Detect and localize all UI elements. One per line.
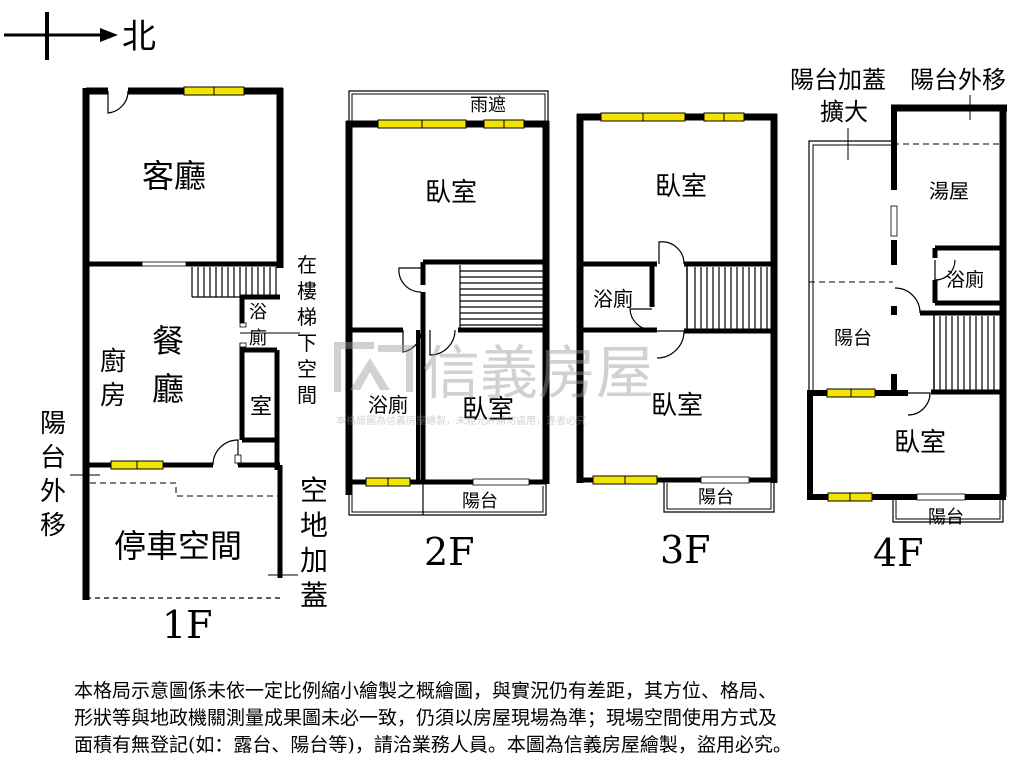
door-swing-icon: [398, 267, 422, 293]
door-swing-icon: [402, 330, 422, 353]
room-label-kitchen: 房: [100, 381, 126, 411]
room-label-bedroom: 臥室: [462, 395, 514, 425]
door-swing-icon: [656, 330, 685, 359]
note-balcony-added: 陽台加蓋: [790, 66, 886, 94]
north-arrow-icon: [100, 28, 118, 42]
room-label-parking: 停車空間: [114, 527, 242, 565]
room-label-room: 室: [250, 395, 272, 420]
door-swing-icon: [907, 392, 931, 416]
disclaimer-line: 面積有無登記(如：露台、陽台等)，請洽業務人員。本圖為信義房屋繪製，盜用必究。: [74, 734, 792, 756]
room-label-bedroom: 臥室: [651, 391, 703, 421]
door-swing-icon: [658, 241, 685, 265]
compass: 北: [4, 12, 156, 60]
balcony-outline: [351, 486, 544, 513]
room-label-bath: 浴廁: [368, 393, 408, 417]
note-char: 蓋: [300, 579, 328, 612]
note-char: 在: [297, 253, 317, 277]
floor-plan: 北: [4, 12, 1007, 647]
balcony-outline-dashed: [90, 482, 278, 497]
room-label-balcony: 陽台: [698, 487, 734, 508]
opening: [141, 261, 187, 267]
door-swing-icon: [107, 90, 129, 114]
note-under-stairs: 在 樓 梯 下 空 間: [297, 253, 317, 407]
disclaimer: 本格局示意圖係未依一定比例縮小繪製之概繪圖，與實況仍有差距，其方位、格局、 形狀…: [74, 678, 974, 759]
note-char: 空: [300, 474, 328, 507]
room-label-bath: 浴廁: [593, 287, 633, 311]
canopy-outline: [351, 93, 546, 122]
door-swing-icon: [212, 439, 239, 466]
note-char: 移: [40, 511, 66, 541]
room-label-bath: 廁: [249, 327, 267, 349]
note-char: 加: [300, 544, 328, 577]
disclaimer-line: 本格局示意圖係未依一定比例縮小繪製之概繪圖，與實況仍有差距，其方位、格局、: [74, 680, 778, 702]
door-swing-icon: [629, 308, 653, 331]
door-jamb: [239, 342, 247, 348]
balcony-added-outline: [808, 140, 893, 393]
note-char: 樓: [297, 279, 317, 303]
balcony-outline: [348, 484, 547, 516]
room-label-bath-room: 湯屋: [929, 179, 969, 203]
sliding-door: [472, 478, 530, 486]
compass-label: 北: [122, 17, 156, 57]
balcony-outline: [892, 499, 1004, 523]
sliding-door: [916, 493, 966, 501]
staircase: [459, 265, 543, 330]
note-char: 地: [300, 509, 328, 542]
floor-label-2f: 2F: [424, 530, 475, 574]
note-char: 台: [40, 443, 66, 473]
room-label-balcony: 陽台: [462, 491, 498, 512]
floor-label-4f: 4F: [873, 531, 924, 575]
room-label-living: 客廳: [142, 157, 206, 195]
room-label-dining: 餐: [152, 322, 184, 360]
balcony-outline: [666, 483, 772, 510]
note-char: 外: [40, 477, 66, 507]
room-label-bedroom: 臥室: [655, 172, 707, 202]
balcony-outline: [895, 500, 1001, 520]
room-label-bath: 浴: [249, 302, 267, 323]
room-label-bedroom: 臥室: [894, 428, 946, 458]
floor-4f: 陽台加蓋 擴大 陽台外移 湯屋 浴廁 陽台 臥室 陽台 4F: [790, 66, 1007, 575]
floor-3f: 臥室 浴廁 臥室 陽台 3F: [576, 112, 778, 572]
door-swing-icon: [934, 259, 956, 281]
floor-2f: 雨遮: [345, 90, 550, 574]
room-label-canopy: 雨遮: [470, 95, 506, 116]
note-char: 下: [297, 331, 317, 355]
room-label-bedroom: 臥室: [425, 178, 477, 208]
note-expanded: 擴大: [820, 98, 868, 126]
canopy-outline: [348, 90, 549, 122]
door-swing-icon: [429, 329, 456, 356]
staircase: [939, 316, 995, 390]
door-jamb: [239, 322, 247, 328]
sliding-door: [700, 476, 750, 484]
watermark: 信義房屋 本格局圖為信義房屋繪製，未經允許請勿盜用，違者必究: [334, 339, 654, 427]
watermark-note: 本格局圖為信義房屋繪製，未經允許請勿盜用，違者必究: [336, 414, 586, 427]
floor-label-3f: 3F: [660, 528, 711, 572]
door-swing-icon: [894, 287, 921, 314]
floor-1f: 客廳 廚 房 餐 廳 浴 廁 室 停車空間 1F 陽 台 外 移 在 樓 梯 下…: [40, 86, 328, 647]
room-label-dining: 廳: [152, 370, 184, 408]
room-label-balcony: 陽台: [928, 507, 964, 528]
note-char: 間: [297, 383, 317, 407]
note-balcony-moved: 陽台外移: [910, 66, 1006, 94]
balcony-outline: [663, 482, 775, 513]
room-label-kitchen: 廚: [100, 347, 126, 377]
note-open-space-added: 空 地 加 蓋: [300, 474, 328, 612]
floor-label-1f: 1F: [162, 603, 213, 647]
balcony-added-outline: [812, 144, 893, 393]
note-balcony-moved: 陽 台 外 移: [40, 409, 66, 541]
disclaimer-line: 形狀等與地政機關測量成果圖未必一致，仍須以房屋現場為準；現場空間使用方式及: [74, 707, 778, 729]
brand-logo-icon: [334, 342, 413, 392]
note-char: 空: [297, 357, 317, 381]
note-char: 梯: [297, 305, 317, 329]
staircase: [191, 267, 280, 298]
note-char: 陽: [40, 409, 66, 439]
room-label-bath: 浴廁: [946, 268, 984, 291]
room-label-balcony: 陽台: [834, 327, 872, 349]
door-jamb: [234, 454, 242, 464]
door-jamb: [890, 205, 898, 237]
watermark-brand: 信義房屋: [422, 339, 654, 407]
staircase: [694, 267, 768, 330]
